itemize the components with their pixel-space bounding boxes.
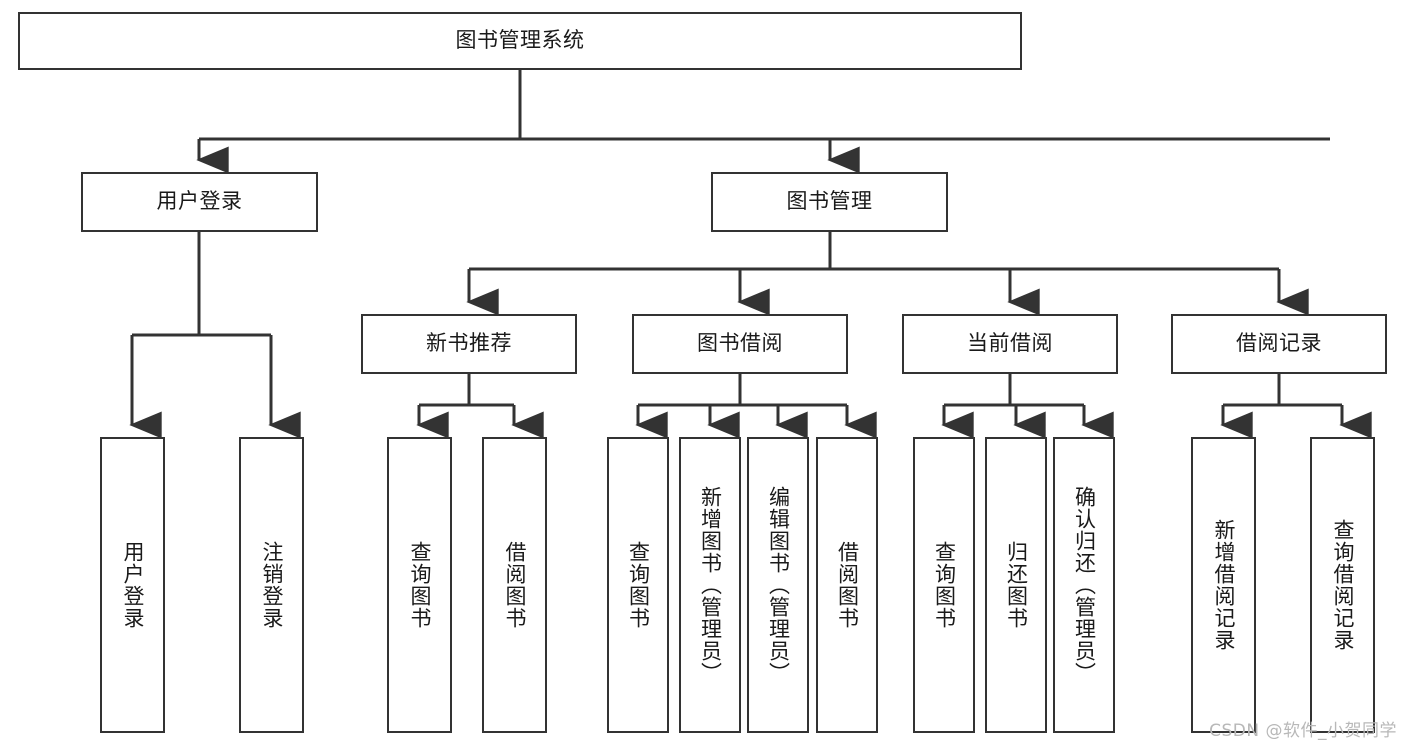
edge-bookborrow-to-leaves [635,374,877,439]
node-user-login-do-label: 用户登录 [120,541,145,629]
node-add-borrow-record[interactable]: 新增借阅记录 [1191,437,1256,733]
edge-borrowrecord-to-leaves [1220,374,1372,439]
node-edit-book-admin[interactable]: 编辑图书（管理员） [747,437,809,733]
node-root-label: 图书管理系统 [455,28,585,53]
node-borrow-record[interactable]: 借阅记录 [1171,314,1387,374]
node-root[interactable]: 图书管理系统 [18,12,1022,70]
node-borrow-record-label: 借阅记录 [1236,331,1322,356]
node-add-borrow-record-label: 新增借阅记录 [1211,519,1236,651]
node-query-book-1-label: 查询图书 [407,541,432,629]
node-return-book-label: 归还图书 [1004,541,1029,629]
node-book-borrow-label: 图书借阅 [697,331,783,356]
node-edit-book-admin-label: 编辑图书（管理员） [766,486,791,684]
node-book-manage[interactable]: 图书管理 [711,172,948,232]
node-user-logout-label: 注销登录 [259,541,284,629]
node-query-borrow-record[interactable]: 查询借阅记录 [1310,437,1375,733]
node-query-book-3[interactable]: 查询图书 [913,437,975,733]
node-borrow-book-1[interactable]: 借阅图书 [482,437,547,733]
edge-currentborrow-to-leaves [941,374,1114,439]
node-confirm-return-admin[interactable]: 确认归还（管理员） [1053,437,1115,733]
edge-newbook-to-leaves [416,374,544,439]
node-user-login-label: 用户登录 [156,189,243,214]
node-user-logout[interactable]: 注销登录 [239,437,304,733]
watermark-text: CSDN @软件_小贺同学 [1209,721,1397,741]
node-query-borrow-record-label: 查询借阅记录 [1330,519,1355,651]
node-borrow-book-1-label: 借阅图书 [502,541,527,629]
node-user-login-do[interactable]: 用户登录 [100,437,165,733]
node-query-book-2[interactable]: 查询图书 [607,437,669,733]
node-new-book-recommend[interactable]: 新书推荐 [361,314,577,374]
node-add-book-admin[interactable]: 新增图书（管理员） [679,437,741,733]
node-current-borrow-label: 当前借阅 [967,331,1053,356]
node-query-book-1[interactable]: 查询图书 [387,437,452,733]
edge-userlogin-to-leaves [129,232,301,439]
node-book-manage-label: 图书管理 [786,189,873,214]
node-new-book-recommend-label: 新书推荐 [426,331,512,356]
node-confirm-return-admin-label: 确认归还（管理员） [1072,486,1097,684]
node-borrow-book-2-label: 借阅图书 [835,541,860,629]
edge-root-to-level2 [196,70,1330,174]
node-return-book[interactable]: 归还图书 [985,437,1047,733]
node-borrow-book-2[interactable]: 借阅图书 [816,437,878,733]
edge-booksys-to-level3 [466,232,1309,316]
node-add-book-admin-label: 新增图书（管理员） [698,486,723,684]
node-query-book-2-label: 查询图书 [626,541,651,629]
node-query-book-3-label: 查询图书 [932,541,957,629]
node-book-borrow[interactable]: 图书借阅 [632,314,848,374]
node-user-login[interactable]: 用户登录 [81,172,318,232]
node-current-borrow[interactable]: 当前借阅 [902,314,1118,374]
